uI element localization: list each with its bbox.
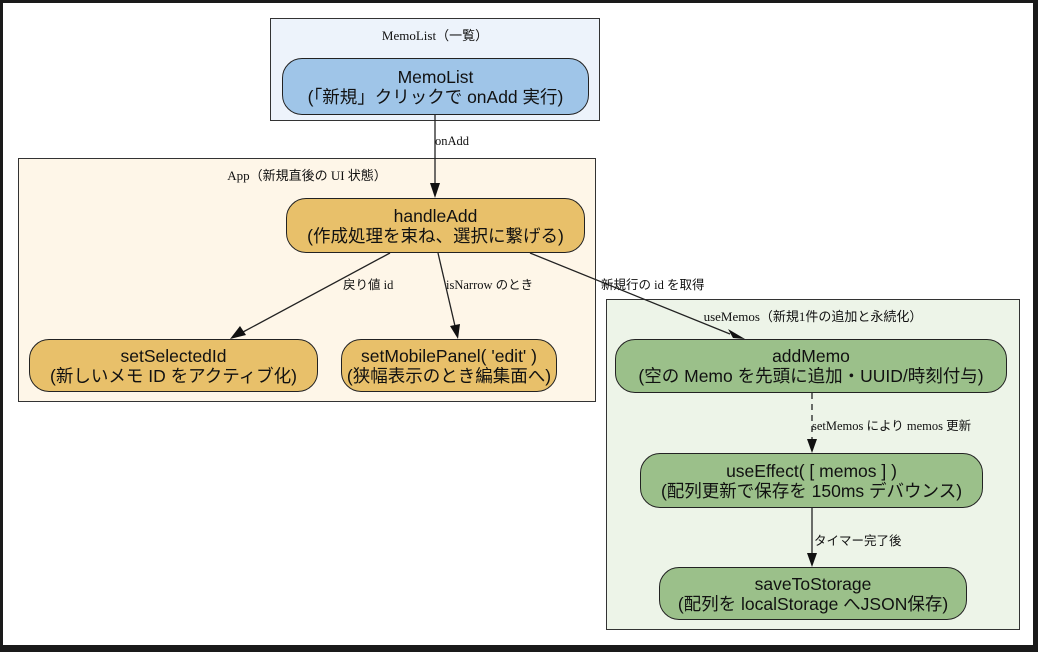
cluster-memolist-title: MemoList（一覧）: [381, 28, 489, 43]
node-handle-add-subtitle: (作成処理を束ね、選択に繋げる): [307, 225, 564, 246]
node-use-effect-subtitle: (配列更新で保存を 150ms デバウンス): [660, 480, 963, 501]
edge-label-get-new-id: 新規行の id を取得: [601, 278, 705, 292]
node-set-selected-id-title: setSelectedId: [120, 345, 227, 366]
node-memolist-title: MemoList: [397, 66, 474, 87]
node-add-memo[interactable]: addMemo (空の Memo を先頭に追加・UUID/時刻付与): [615, 339, 1007, 393]
node-handle-add[interactable]: handleAdd (作成処理を束ね、選択に繋げる): [286, 198, 585, 253]
edge-label-is-narrow: isNarrow のとき: [446, 278, 534, 292]
node-add-memo-subtitle: (空の Memo を先頭に追加・UUID/時刻付与): [638, 366, 984, 386]
node-save-to-storage-subtitle: (配列を localStorage へJSON保存): [677, 593, 949, 614]
node-memolist-subtitle: (「新規」クリックで onAdd 実行): [307, 86, 564, 107]
node-set-selected-id[interactable]: setSelectedId (新しいメモ ID をアクティブ化): [29, 339, 318, 392]
edge-label-return-id: 戻り値 id: [343, 278, 394, 292]
edge-label-set-memos: setMemos により memos 更新: [812, 419, 972, 433]
node-use-effect[interactable]: useEffect( [ memos ] ) (配列更新で保存を 150ms デ…: [640, 453, 983, 508]
node-set-selected-id-subtitle: (新しいメモ ID をアクティブ化): [50, 365, 297, 386]
node-set-mobile-panel[interactable]: setMobilePanel( 'edit' ) (狭幅表示のとき編集面へ): [341, 339, 557, 392]
node-set-mobile-panel-subtitle: (狭幅表示のとき編集面へ): [346, 365, 552, 386]
node-handle-add-title: handleAdd: [393, 205, 478, 226]
node-memolist[interactable]: MemoList (「新規」クリックで onAdd 実行): [282, 58, 589, 115]
cluster-usememos-title: useMemos（新規1件の追加と永続化）: [703, 309, 923, 324]
node-save-to-storage[interactable]: saveToStorage (配列を localStorage へJSON保存): [659, 567, 967, 620]
edge-label-on-add: onAdd: [435, 134, 470, 148]
node-add-memo-title: addMemo: [772, 346, 850, 366]
cluster-app-title: App（新規直後の UI 状態）: [227, 168, 387, 183]
node-set-mobile-panel-title: setMobilePanel( 'edit' ): [361, 345, 537, 366]
edge-label-timer-done: タイマー完了後: [814, 534, 902, 548]
node-use-effect-title: useEffect( [ memos ] ): [726, 460, 897, 481]
node-save-to-storage-title: saveToStorage: [754, 573, 872, 594]
